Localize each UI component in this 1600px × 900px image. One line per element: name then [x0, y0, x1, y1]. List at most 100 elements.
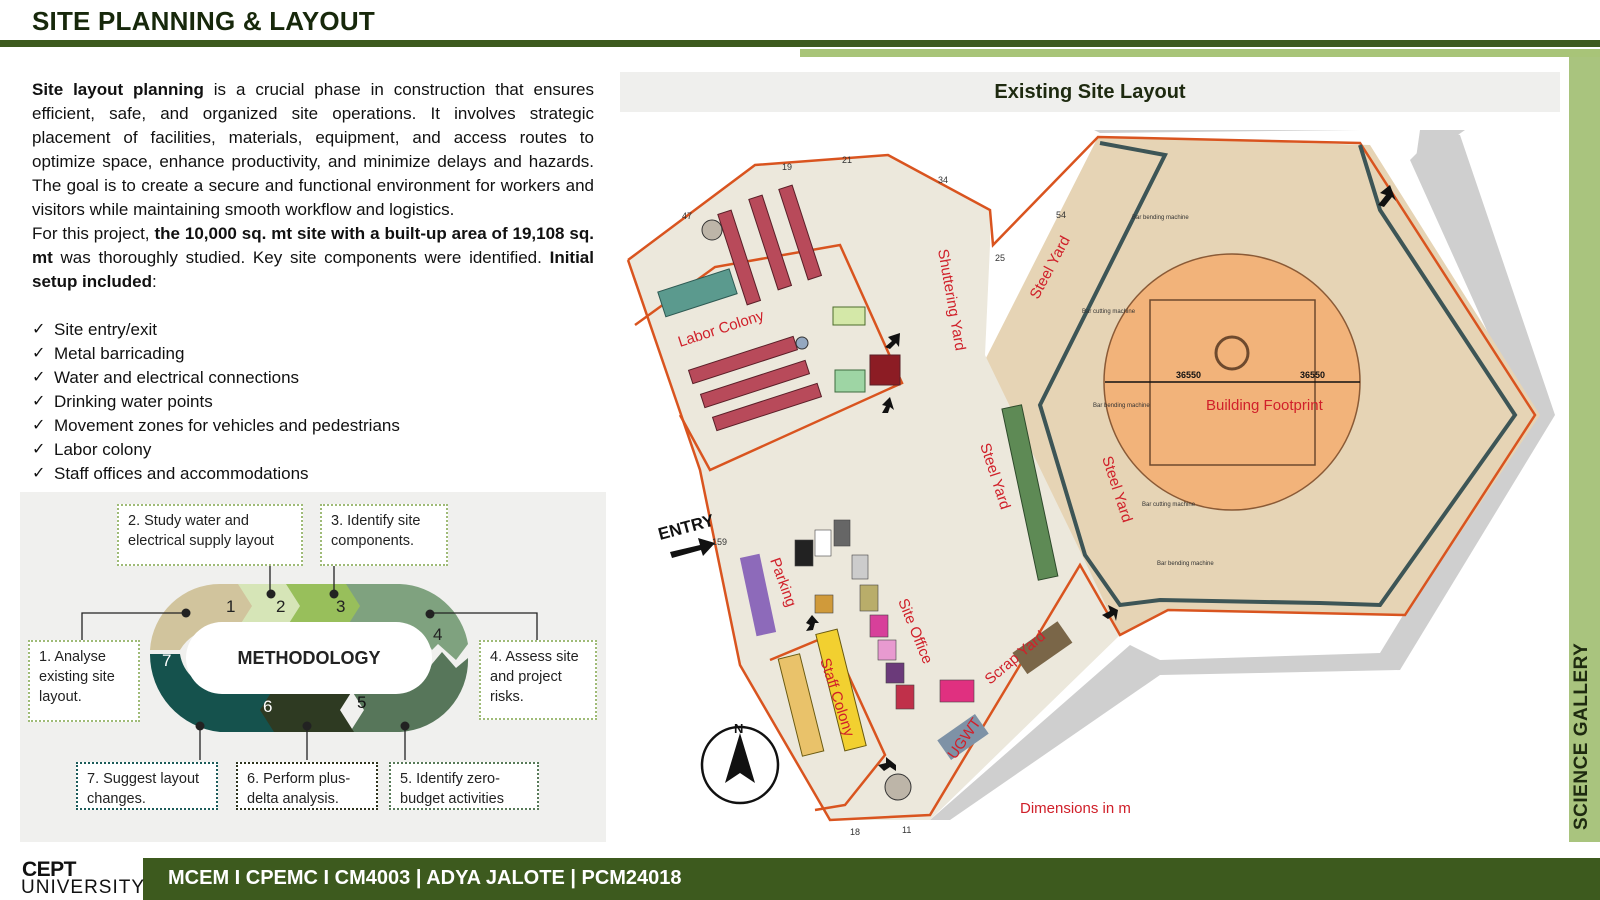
- title-underline: [0, 40, 1600, 47]
- office-cabin: [885, 662, 905, 684]
- step-5-box: 5. Identify zero-budget activities: [389, 762, 539, 810]
- staff-colony-boundary: [769, 633, 887, 812]
- footer-course-info: MCEM I CPEMC I CM4003 | ADYA JALOTE | PC…: [168, 867, 682, 889]
- office-cabin: [869, 614, 889, 638]
- perimeter-road: [930, 130, 1555, 820]
- intro-p2-bold: the 10,000 sq. mt site with a built-up a…: [32, 224, 594, 267]
- labor-sheds: [657, 268, 738, 318]
- canteen-block: [832, 306, 866, 326]
- intro-paragraph-2: For this project, the 10,000 sq. mt site…: [32, 222, 594, 294]
- intro-p2-c: :: [151, 272, 157, 291]
- step-4-box: 4. Assess site and project risks.: [479, 640, 597, 720]
- step-3-box: 3. Identify site components.: [320, 504, 448, 566]
- intro-p2-b: was thoroughly studied. Key site compone…: [52, 248, 550, 267]
- checklist-label: Water and electrical connections: [54, 368, 300, 387]
- north-label: N: [734, 721, 743, 736]
- dim-label: 36550: [1300, 370, 1325, 380]
- methodology-connectors: [81, 566, 538, 760]
- side-label: SCIENCE GALLERY: [1571, 642, 1592, 830]
- site-area: [628, 155, 1120, 820]
- ugwt-tank: [937, 713, 989, 761]
- equipment-label: Bar cutting machine: [1142, 502, 1196, 508]
- gate-arrow-icon: [1378, 185, 1396, 207]
- label-entry: ENTRY: [656, 511, 717, 544]
- checklist-label: Labor colony: [54, 440, 152, 459]
- gate-arrow-icon: [1102, 605, 1118, 621]
- dim-label: 11: [902, 825, 911, 835]
- dim-label: 19: [782, 162, 792, 172]
- parking-block: [739, 553, 777, 637]
- dim-label: 25: [995, 253, 1005, 263]
- loop-number-3: 3: [336, 597, 345, 616]
- logo-text-bottom: UNIVERSITY: [21, 877, 146, 898]
- check-icon: ✓: [32, 417, 46, 434]
- checklist-item: ✓ Water and electrical connections: [32, 366, 400, 390]
- first-aid-block: [834, 369, 866, 393]
- material-stack: [1001, 404, 1059, 581]
- methodology-loop: 1 2 3 4 5 6 7: [150, 583, 469, 732]
- university-logo: [0, 858, 143, 900]
- loop-number-7: 7: [162, 651, 171, 670]
- loop-segment-6: [256, 688, 354, 732]
- loop-number-4: 4: [433, 625, 442, 644]
- equipment-label: Bar cutting machine: [1082, 309, 1136, 315]
- staff-colony-blocks: [777, 628, 867, 757]
- gate-arrow-icon: [878, 757, 896, 771]
- methodology-center-label: METHODOLOGY: [186, 622, 432, 694]
- dim-label: 36550: [1176, 370, 1201, 380]
- gate-arrows: [806, 185, 1396, 771]
- step-6-box: 6. Perform plus-delta analysis.: [236, 762, 378, 810]
- site-layout-map: Labor Colony Shuttering Yard Steel Yard …: [626, 130, 1555, 837]
- side-band: [1569, 57, 1600, 842]
- intro-p2-a: For this project,: [32, 224, 155, 243]
- loop-segment-7: [150, 654, 274, 732]
- check-icon: ✓: [32, 369, 46, 386]
- office-cabin: [814, 594, 834, 614]
- drinking-water-point: [795, 336, 809, 350]
- building-core-ring: [1214, 335, 1250, 371]
- checklist-label: Site entry/exit: [54, 320, 157, 339]
- loop-segment-4: [346, 584, 468, 660]
- loop-number-5: 5: [357, 693, 366, 712]
- office-cabin: [794, 539, 814, 567]
- intro-p2-bold2: Initial setup included: [32, 248, 594, 291]
- checklist-label: Drinking water points: [54, 392, 213, 411]
- north-arrow-icon: [725, 733, 755, 783]
- office-cabin: [814, 529, 832, 557]
- office-cabin: [877, 639, 897, 661]
- loop-segment-1: [150, 583, 256, 650]
- checklist-item: ✓Metal barricading: [32, 342, 400, 366]
- loop-number-2: 2: [276, 597, 285, 616]
- office-cabin: [851, 554, 869, 580]
- dim-label: 47: [682, 211, 692, 221]
- gate-arrow-icon: [885, 333, 900, 349]
- loop-number-1: 1: [226, 597, 235, 616]
- gate-arrow-icon: [882, 397, 894, 413]
- check-icon: ✓: [32, 465, 46, 482]
- office-cabin: [833, 519, 851, 547]
- map-header: Existing Site Layout: [620, 72, 1560, 112]
- check-icon: ✓: [32, 321, 46, 338]
- checklist-item: ✓Drinking water points: [32, 390, 400, 414]
- labor-hut-block: [687, 335, 799, 385]
- gate-arrow-icon: [806, 615, 819, 631]
- site-office-blocks: [794, 519, 975, 710]
- staff-quarters: [815, 628, 867, 752]
- labor-hut-block: [778, 184, 823, 281]
- water-tank: [701, 219, 723, 241]
- dim-label: 54: [1056, 210, 1066, 220]
- checklist-item: ✓Movement zones for vehicles and pedestr…: [32, 414, 400, 438]
- labor-hut-block: [748, 194, 793, 291]
- dim-label: 34: [938, 175, 948, 185]
- step-2-box: 2. Study water and electrical supply lay…: [117, 504, 303, 566]
- labor-hut-block: [711, 382, 823, 432]
- logo-text-top: CEPT: [22, 858, 77, 881]
- checklist-label: Staff offices and accommodations: [54, 464, 309, 483]
- loop-segment-3: [286, 584, 364, 628]
- staff-quarters: [777, 653, 825, 757]
- loop-segment-2: [238, 584, 304, 628]
- equipment-label: Bar bending machine: [1093, 403, 1150, 409]
- label-dimensions: Dimensions in m: [1020, 800, 1131, 817]
- dim-label: 18: [850, 827, 860, 837]
- dim-label: 159: [712, 537, 727, 547]
